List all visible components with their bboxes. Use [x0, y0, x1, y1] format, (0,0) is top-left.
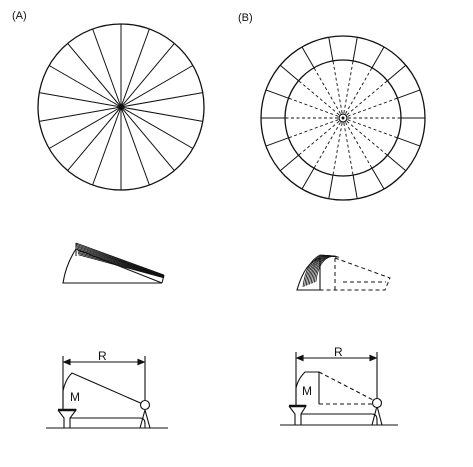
panel-b-mass-block — [295, 371, 320, 404]
panel-a-spoke — [120, 106, 175, 171]
panel-a-plate-line — [77, 251, 165, 278]
panel-a-plate-line — [77, 249, 165, 278]
panel-a-spoke — [39, 106, 122, 122]
panel-a-plate-line — [76, 243, 165, 276]
panel-b-plate-line — [310, 255, 338, 284]
panel-b-ring-divider — [397, 137, 421, 147]
panel-b-wheel-hub — [338, 113, 348, 123]
panel-a-base-plate — [70, 417, 146, 428]
panel-a-mass-wedge — [62, 372, 146, 408]
panel-a-spoke — [120, 106, 194, 149]
panel-b-side-view — [280, 352, 398, 426]
panel-b-dashed-spoke — [346, 80, 388, 116]
panel-a-pivot — [139, 399, 151, 411]
panel-b-plate-line — [302, 254, 336, 288]
panel-b-ring-divider — [279, 64, 299, 82]
panel-b-ring-divider — [279, 154, 299, 172]
panel-b-dimension-label: R — [334, 345, 343, 359]
panel-b-dashed-spoke — [332, 122, 343, 176]
panel-b-dashed-spoke — [347, 119, 398, 139]
panel-b-dashed-spoke — [347, 97, 398, 117]
panel-b-ring-divider — [328, 37, 334, 61]
panel-b-dashed-spoke — [298, 80, 340, 116]
panel-b-dashed-spoke — [346, 120, 388, 156]
panel-a-plate-tip — [161, 274, 165, 284]
panel-b-dimension-arrow-right — [369, 354, 378, 362]
panel-a-spoke — [48, 106, 122, 149]
panel-a-spoke — [39, 92, 122, 108]
panel-b-dimension-arrow-left — [295, 354, 304, 362]
panel-a-side-view — [46, 356, 168, 429]
panel-a-spoke — [120, 28, 150, 108]
panel-a-spoke — [67, 106, 122, 171]
panel-b-dashed-spoke — [345, 67, 373, 114]
panel-b-wheel-dashed-spokes — [285, 60, 401, 176]
panel-b-ring-divider — [397, 89, 421, 99]
panel-a-label: (A) — [12, 10, 27, 22]
panel-b-dashed-spoke — [343, 122, 354, 176]
panel-b-wheel-ring-segments — [261, 37, 425, 199]
panel-a-stacked-wedge — [62, 242, 165, 284]
panel-b-ring-divider — [371, 167, 385, 190]
panel-b-dashed-spoke — [345, 122, 373, 169]
panel-b-mass-label: M — [302, 384, 312, 398]
panel-b-plate-line — [313, 255, 339, 283]
panel-a-spoke — [120, 43, 175, 108]
panel-a-dimension-arrow-right — [137, 358, 146, 366]
panel-a-dimension-arrow-left — [62, 358, 71, 366]
panel-a-spoke — [120, 106, 203, 122]
panel-a-plate-line — [75, 242, 165, 276]
panel-b-plate-line — [307, 255, 337, 286]
panel-a-plate-line — [77, 253, 165, 278]
panel-a-dimension-label: R — [98, 349, 107, 363]
panel-b-wheel — [260, 35, 426, 201]
panel-b-plate-line — [305, 254, 336, 286]
panel-b-label: (B) — [238, 12, 253, 24]
panel-b-ring-divider — [387, 64, 407, 82]
panel-a-plate-line — [76, 246, 165, 277]
panel-a-left-support — [57, 409, 78, 428]
panel-a-plate-line — [76, 245, 165, 277]
panel-b-plate-line — [315, 255, 339, 282]
panel-a-plate-line — [77, 250, 165, 278]
panel-a-spoke — [67, 43, 122, 108]
panel-a-spoke — [92, 28, 122, 108]
panel-b-ring-divider — [265, 137, 289, 147]
panel-b-ring-divider — [301, 46, 315, 69]
panel-a-plate-line — [76, 247, 165, 277]
panel-a-mass-label: M — [70, 390, 80, 404]
panel-b-base-plate — [301, 413, 378, 425]
panel-b-dashed-upper — [318, 371, 378, 403]
panel-b-ring-divider — [352, 175, 358, 199]
panel-a-spoke — [92, 106, 122, 186]
panel-b-ring-divider — [371, 46, 385, 69]
panel-a-spoke — [48, 65, 122, 108]
panel-b-dashed-spoke — [288, 97, 339, 117]
panel-b-dashed-spoke — [313, 122, 341, 169]
panel-b-ring-divider — [301, 167, 315, 190]
panel-a-plate-line — [78, 254, 165, 279]
panel-a-spoke — [120, 65, 194, 108]
panel-b-ring-divider — [387, 154, 407, 172]
panel-b-dashed-spoke — [343, 60, 354, 114]
panel-a-wheel-hub — [119, 105, 123, 109]
panel-b-ring-divider — [352, 37, 358, 61]
panel-a-spoke — [120, 106, 150, 186]
panel-b-dashed-spoke — [313, 67, 341, 114]
panel-b-plate-line — [304, 254, 336, 287]
panel-b-ring-divider — [328, 175, 334, 199]
panel-b-plate-line — [309, 255, 337, 285]
panel-a-spoke — [120, 92, 203, 108]
panel-b-ring-divider — [265, 89, 289, 99]
panel-b-dashed-spoke — [298, 120, 340, 156]
panel-b-stacked-wedge — [296, 254, 391, 291]
panel-a-wheel — [37, 23, 205, 191]
panel-b-pivot — [371, 397, 383, 409]
panel-b-dashed-spoke — [332, 60, 343, 114]
panel-b-dashed-spoke — [288, 119, 339, 139]
panel-b-plate-line — [312, 255, 338, 284]
panel-a-wheel-spokes — [39, 24, 203, 190]
panel-b-left-support — [288, 405, 307, 425]
